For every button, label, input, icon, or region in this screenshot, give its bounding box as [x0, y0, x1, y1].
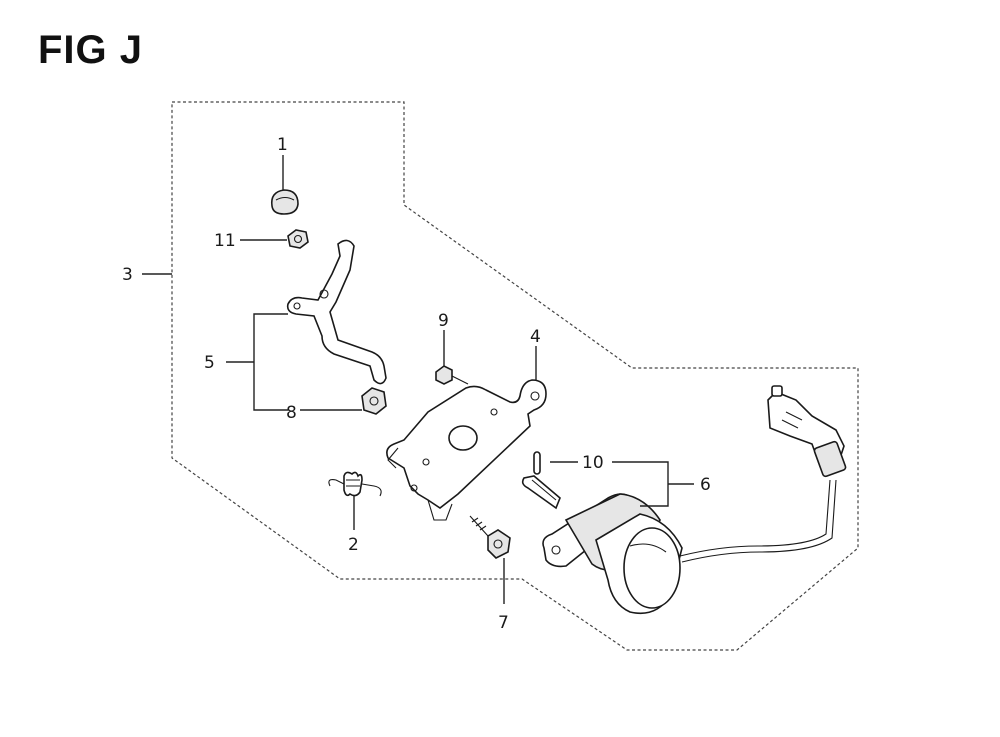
callout-5: 5 — [204, 353, 215, 373]
callout-2: 2 — [348, 535, 359, 555]
callout-9: 9 — [438, 311, 449, 331]
part-5-lever — [286, 239, 387, 385]
assembly-boundary — [171, 101, 859, 651]
part-6-solenoid — [521, 385, 847, 615]
callout-10: 10 — [582, 453, 604, 473]
callout-8: 8 — [286, 403, 297, 423]
figure-title: FIG J — [38, 28, 144, 72]
leader-5 — [226, 313, 288, 411]
part-8-nut — [361, 387, 387, 415]
callout-3: 3 — [122, 265, 133, 285]
leader-6 — [612, 461, 694, 507]
part-10-pin — [533, 451, 541, 475]
callout-6: 6 — [700, 475, 711, 495]
callout-11: 11 — [214, 231, 236, 251]
part-2-spring — [328, 471, 382, 497]
part-7-bolt — [469, 515, 511, 559]
callout-1: 1 — [277, 135, 288, 155]
callout-4: 4 — [530, 327, 541, 347]
callout-7: 7 — [498, 613, 509, 633]
part-9-bolt — [435, 365, 469, 385]
part-1-cap — [270, 189, 299, 215]
bracket-plate — [386, 379, 547, 521]
part-11-nut — [287, 229, 309, 249]
